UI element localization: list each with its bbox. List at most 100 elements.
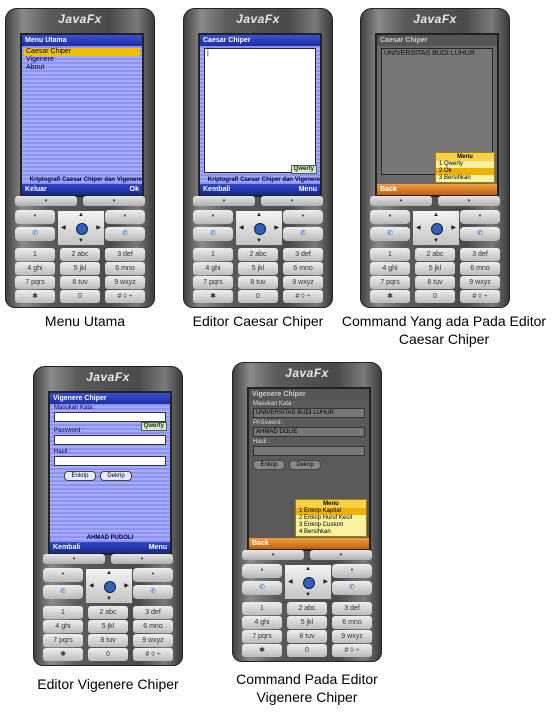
numpad-key[interactable]: 6 mno: [460, 262, 500, 275]
dpad[interactable]: ▲◀▶▼: [57, 210, 105, 246]
soft-key-left[interactable]: •: [370, 196, 432, 206]
input-password[interactable]: [54, 435, 166, 445]
nav-right-button[interactable]: •: [133, 568, 173, 582]
numpad-key[interactable]: 8 tuv: [415, 276, 455, 289]
numpad-key[interactable]: 9 wxyz: [332, 630, 372, 643]
dpad[interactable]: ▲◀▶▼: [235, 210, 283, 246]
arrow-left-icon[interactable]: ◀: [89, 583, 94, 589]
numpad-key[interactable]: 7 pqrs: [15, 276, 55, 289]
softkey-right[interactable]: Ok: [129, 186, 139, 193]
numpad-key[interactable]: 4 ghi: [242, 616, 282, 629]
select-center-button[interactable]: [76, 223, 88, 235]
numpad-key[interactable]: 2 abc: [287, 602, 327, 615]
numpad-key[interactable]: 9 wxyz: [283, 276, 323, 289]
numpad-key[interactable]: ✱: [193, 290, 233, 303]
numpad-key[interactable]: 2 abc: [415, 248, 455, 261]
softkey-left[interactable]: Back: [380, 186, 397, 193]
numpad-key[interactable]: 0: [60, 290, 100, 303]
popup-item-enkrip-custom[interactable]: 3 Enkrip Custom: [299, 522, 344, 528]
nav-left-button[interactable]: •: [242, 564, 282, 578]
arrow-left-icon[interactable]: ◀: [288, 579, 293, 585]
numpad-key[interactable]: 5 jkl: [238, 262, 278, 275]
numpad-key[interactable]: 4 ghi: [15, 262, 55, 275]
numpad-key[interactable]: 9 wxyz: [460, 276, 500, 289]
softkey-left[interactable]: Keluar: [25, 186, 47, 193]
numpad-key[interactable]: 5 jkl: [415, 262, 455, 275]
popup-item-ok[interactable]: 2 Ok: [436, 168, 494, 175]
call-button[interactable]: ✆: [43, 585, 83, 599]
numpad-key[interactable]: 4 ghi: [193, 262, 233, 275]
arrow-left-icon[interactable]: ◀: [416, 225, 421, 231]
numpad-key[interactable]: # ◊ ÷: [133, 648, 173, 661]
numpad-key[interactable]: ✱: [370, 290, 410, 303]
numpad-key[interactable]: 3 def: [283, 248, 323, 261]
menu-item-caesar[interactable]: Caesar Chiper: [24, 48, 140, 56]
numpad-key[interactable]: 7 pqrs: [43, 634, 83, 647]
softkey-right[interactable]: Menu: [148, 544, 167, 551]
numpad-key[interactable]: 9 wxyz: [133, 634, 173, 647]
numpad-key[interactable]: 7 pqrs: [193, 276, 233, 289]
numpad-key[interactable]: 9 wxyz: [105, 276, 145, 289]
numpad-key[interactable]: 8 tuv: [60, 276, 100, 289]
arrow-up-icon[interactable]: ▲: [433, 212, 439, 218]
numpad-key[interactable]: # ◊ ÷: [460, 290, 500, 303]
numpad-key[interactable]: ✱: [242, 644, 282, 657]
numpad-key[interactable]: 5 jkl: [88, 620, 128, 633]
numpad-key[interactable]: 1: [15, 248, 55, 261]
arrow-right-icon[interactable]: ▶: [274, 225, 279, 231]
numpad-key[interactable]: ✱: [15, 290, 55, 303]
numpad-key[interactable]: 8 tuv: [287, 630, 327, 643]
soft-key-left[interactable]: •: [43, 554, 105, 564]
dekrip-button[interactable]: Dekrip: [289, 460, 321, 470]
nav-right-button[interactable]: •: [105, 210, 145, 224]
nav-right-button[interactable]: •: [332, 564, 372, 578]
numpad-key[interactable]: 1: [43, 606, 83, 619]
numpad-key[interactable]: 6 mno: [283, 262, 323, 275]
dekrip-button[interactable]: Dekrip: [100, 471, 132, 481]
end-call-button[interactable]: ✆: [332, 581, 372, 595]
caesar-text-editor[interactable]: |: [204, 48, 316, 173]
popup-item-qwerty[interactable]: 1 Qwerty: [439, 161, 464, 167]
numpad-key[interactable]: 6 mno: [133, 620, 173, 633]
popup-item-enkrip-huruf-kecil[interactable]: 2 Enkrip Huruf Kecil: [299, 515, 353, 521]
numpad-key[interactable]: 2 abc: [238, 248, 278, 261]
numpad-key[interactable]: 3 def: [105, 248, 145, 261]
menu-item-about[interactable]: About: [26, 64, 45, 71]
dpad[interactable]: ▲◀▶▼: [85, 568, 133, 604]
input-masukan-kata[interactable]: UNIVERSITAS BUDI LUHUR: [253, 408, 365, 418]
numpad-key[interactable]: 6 mno: [332, 616, 372, 629]
call-button[interactable]: ✆: [15, 227, 55, 241]
numpad-key[interactable]: 2 abc: [60, 248, 100, 261]
popup-item-enkrip-kapital[interactable]: 1 Enkrip Kapital: [296, 508, 366, 515]
arrow-left-icon[interactable]: ◀: [239, 225, 244, 231]
softkey-left[interactable]: Kembali: [203, 186, 231, 193]
nav-left-button[interactable]: •: [193, 210, 233, 224]
numpad-key[interactable]: 5 jkl: [287, 616, 327, 629]
arrow-left-icon[interactable]: ◀: [61, 225, 66, 231]
end-call-button[interactable]: ✆: [133, 585, 173, 599]
select-center-button[interactable]: [303, 577, 315, 589]
softkey-right[interactable]: Menu: [298, 186, 317, 193]
dpad[interactable]: ▲◀▶▼: [412, 210, 460, 246]
numpad-key[interactable]: # ◊ ÷: [332, 644, 372, 657]
soft-key-right[interactable]: •: [310, 550, 372, 560]
numpad-key[interactable]: 7 pqrs: [370, 276, 410, 289]
numpad-key[interactable]: 1: [193, 248, 233, 261]
popup-item-bersihkan[interactable]: 4 Bersihkan: [299, 529, 331, 535]
enkrip-button[interactable]: Enkrip: [64, 471, 96, 481]
numpad-key[interactable]: # ◊ ÷: [283, 290, 323, 303]
call-button[interactable]: ✆: [193, 227, 233, 241]
input-masukan-kata[interactable]: [54, 412, 166, 422]
soft-key-right[interactable]: •: [261, 196, 323, 206]
nav-left-button[interactable]: •: [15, 210, 55, 224]
numpad-key[interactable]: 8 tuv: [88, 634, 128, 647]
select-center-button[interactable]: [254, 223, 266, 235]
arrow-right-icon[interactable]: ▶: [451, 225, 456, 231]
nav-left-button[interactable]: •: [370, 210, 410, 224]
end-call-button[interactable]: ✆: [283, 227, 323, 241]
numpad-key[interactable]: 0: [287, 644, 327, 657]
numpad-key[interactable]: 0: [415, 290, 455, 303]
end-call-button[interactable]: ✆: [105, 227, 145, 241]
numpad-key[interactable]: 0: [88, 648, 128, 661]
arrow-up-icon[interactable]: ▲: [78, 212, 84, 218]
